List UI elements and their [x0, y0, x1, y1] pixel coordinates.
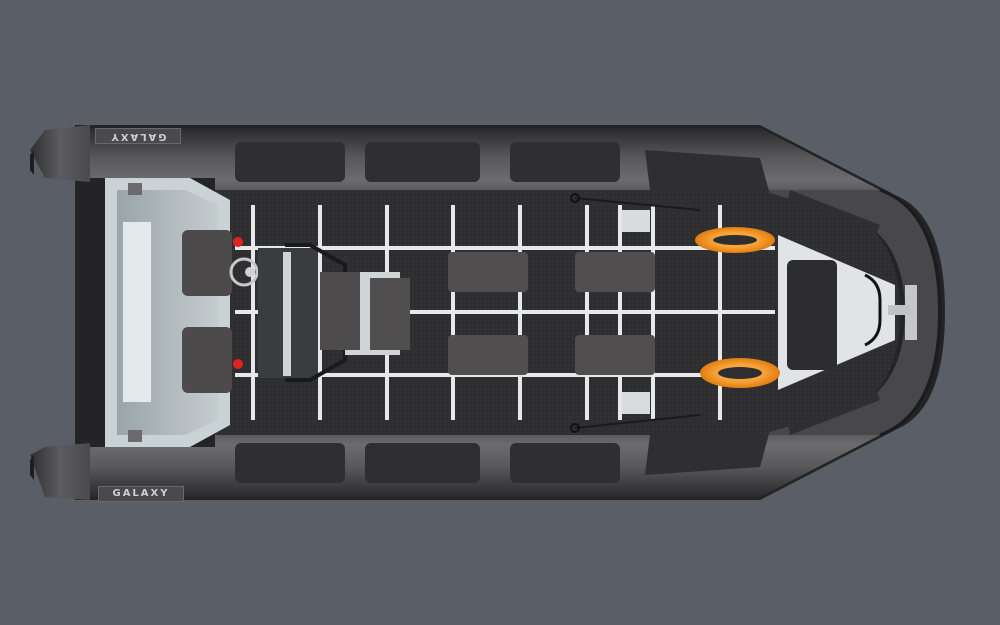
brand-label-bottom: GALAXY: [98, 486, 184, 502]
tube-pad: [235, 443, 345, 483]
navigation-light: [233, 359, 243, 369]
jockey-seat: [320, 272, 410, 355]
brand-label-top: GALAXY: [95, 128, 181, 144]
stern-console: [105, 178, 230, 447]
deck-hatch: [622, 392, 650, 414]
steering-wheel: [229, 257, 259, 287]
tube-pad: [235, 142, 345, 182]
tube-pad: [510, 443, 620, 483]
bow-deck-plate: [778, 235, 917, 390]
helm-seat: [182, 327, 232, 393]
bow-cleat: [905, 285, 917, 340]
tube-pad: [645, 430, 770, 475]
tube-pad: [365, 142, 480, 182]
tube-pad: [510, 142, 620, 182]
passenger-seat: [448, 335, 528, 375]
passenger-seat: [575, 252, 655, 292]
lifebuoys: [695, 227, 780, 388]
navigation-light: [233, 237, 243, 247]
helm-seat: [182, 230, 232, 296]
passenger-seat: [448, 252, 528, 292]
tube-pad: [365, 443, 480, 483]
deck-hatch: [622, 210, 650, 232]
passenger-seats: [448, 252, 655, 375]
tube-pad: [645, 150, 770, 195]
helm-seats: [182, 230, 243, 393]
passenger-seat: [575, 335, 655, 375]
tube-pads: [235, 142, 880, 483]
